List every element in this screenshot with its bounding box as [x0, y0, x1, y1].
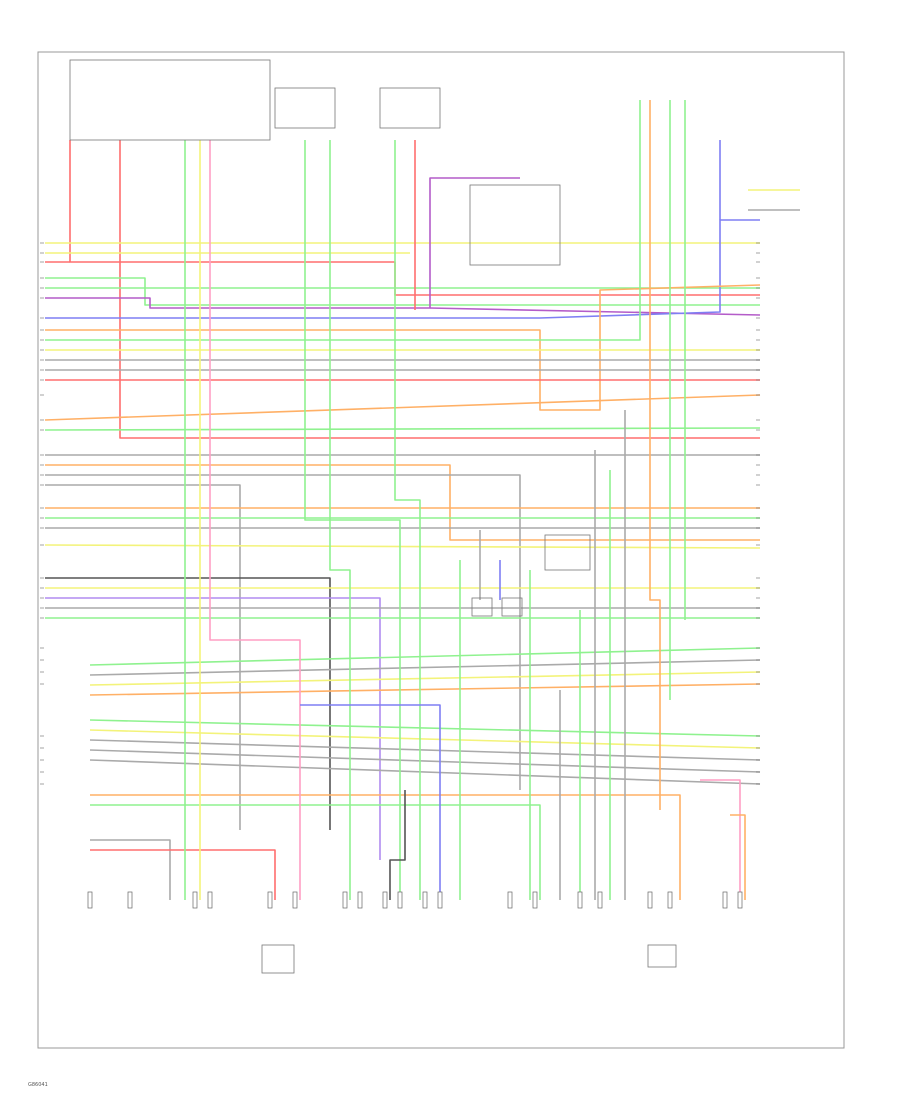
wire-green-41: [90, 804, 541, 900]
connector-10: [422, 891, 428, 909]
wire-pink-65: [700, 779, 741, 900]
wire-yellow-33: [89, 671, 761, 686]
wire-orange-19: [45, 464, 760, 541]
connector-7: [357, 891, 363, 909]
wire-green-35: [89, 719, 761, 737]
wire-pink-46: [209, 140, 301, 900]
connector-9: [397, 891, 403, 909]
component-layer: [69, 59, 677, 974]
component-box-1: [274, 87, 336, 129]
connector-0: [87, 891, 93, 909]
wire-gray-21: [45, 484, 241, 830]
connector-12: [507, 891, 513, 909]
wire-purple-8: [429, 307, 761, 316]
wire-red-0: [119, 140, 760, 439]
connector-13: [532, 891, 538, 909]
wire-orange-10: [45, 284, 761, 411]
component-box-2: [379, 87, 441, 129]
connector-1: [127, 891, 133, 909]
connector-18: [722, 891, 728, 909]
wire-orange-66: [730, 814, 746, 900]
connector-layer: [87, 891, 743, 909]
component-box-3: [469, 184, 561, 266]
connector-11: [437, 891, 443, 909]
connector-14: [577, 891, 583, 909]
connector-5: [292, 891, 298, 909]
wire-dark-52: [389, 790, 406, 900]
wire-gray-42: [90, 839, 171, 900]
diagram-frame: [37, 51, 845, 1049]
wire-green-49: [394, 140, 421, 900]
component-box-4: [544, 534, 591, 571]
wire-red-43: [90, 849, 276, 900]
connector-2: [192, 891, 198, 909]
connector-15: [597, 891, 603, 909]
wire-violet-28: [45, 597, 381, 860]
component-box-6: [501, 597, 523, 617]
wire-green-47: [304, 140, 401, 900]
wire-dark-26: [45, 577, 331, 830]
connector-17: [667, 891, 673, 909]
component-box-5: [471, 597, 493, 617]
connector-4: [267, 891, 273, 909]
wire-green-31: [89, 647, 761, 666]
connector-6: [342, 891, 348, 909]
wire-orange-16: [44, 394, 761, 421]
connector-3: [207, 891, 213, 909]
wire-purple-7: [45, 177, 520, 309]
wire-blue-9: [45, 219, 760, 319]
wire-green-5: [45, 277, 760, 306]
wire-green-11: [45, 100, 641, 341]
wire-gray-39: [89, 759, 761, 785]
wire-orange-40: [90, 794, 681, 900]
wire-green-48: [329, 140, 351, 900]
connector-19: [737, 891, 743, 909]
wire-orange-34: [89, 683, 761, 696]
wire-layer: [44, 100, 800, 900]
wire-yellow-36: [89, 729, 761, 749]
connector-8: [382, 891, 388, 909]
component-box-8: [647, 944, 677, 968]
wire-green-17: [44, 427, 761, 431]
wire-orange-62: [649, 100, 661, 810]
wire-gray-32: [89, 659, 761, 676]
diagram-code: G86041: [28, 1082, 48, 1088]
component-box-0: [69, 59, 271, 141]
wire-gray-38: [89, 749, 761, 773]
wire-blue-51: [300, 704, 441, 900]
wire-gray-37: [89, 739, 761, 761]
connector-16: [647, 891, 653, 909]
wire-gray-20: [45, 474, 521, 790]
terminal-tick-layer: [40, 242, 760, 785]
wire-yellow-25: [44, 544, 761, 549]
component-box-7: [261, 944, 295, 974]
